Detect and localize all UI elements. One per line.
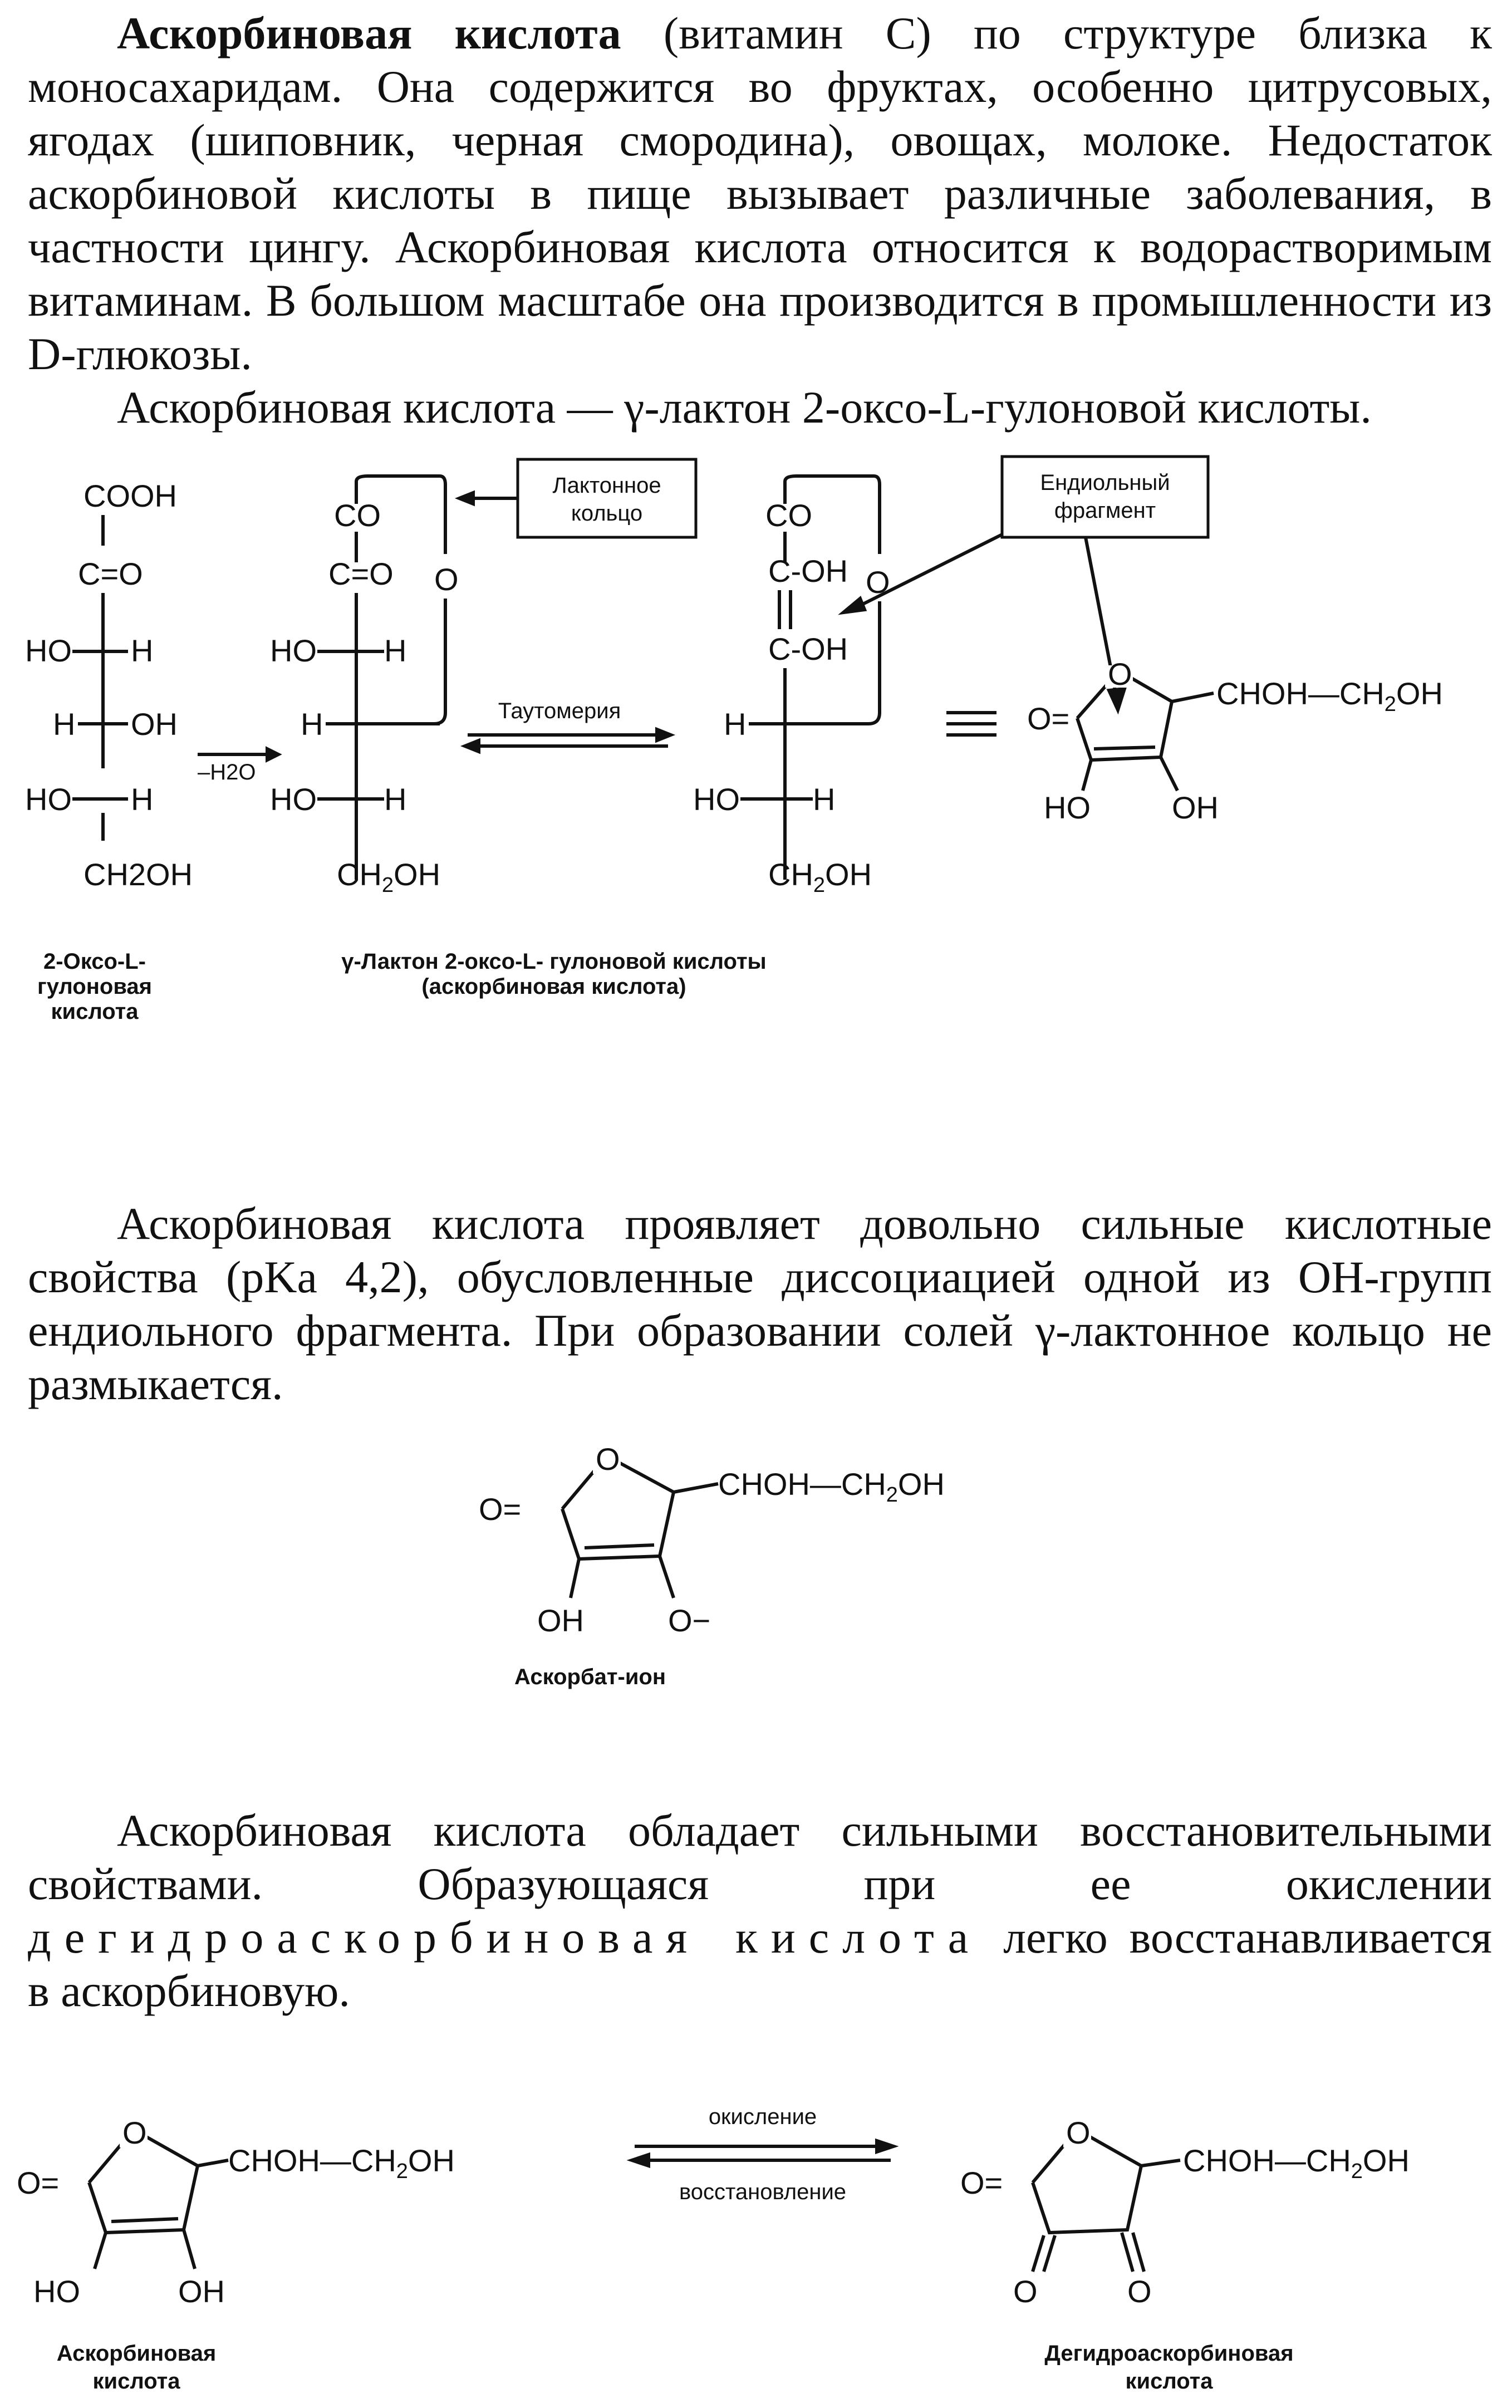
svg-text:H: H — [384, 633, 406, 668]
svg-text:O: O — [1127, 2274, 1152, 2309]
svg-text:CO: CO — [334, 498, 381, 533]
svg-text:H: H — [301, 707, 323, 742]
svg-text:C-OH: C-OH — [768, 631, 848, 666]
molecule-enediol-form: CO O C-OH C-OH H HO H CH2OH — [693, 474, 890, 897]
svg-text:CHOH—CH2OH: CHOH—CH2OH — [718, 1467, 945, 1507]
label-c-o: C=O — [78, 556, 143, 591]
svg-text:кислота: кислота — [1125, 2369, 1213, 2394]
svg-text:CH2OH: CH2OH — [337, 857, 440, 897]
svg-text:H: H — [384, 782, 406, 817]
svg-text:O: O — [1066, 2115, 1091, 2150]
svg-text:HO: HO — [33, 2274, 80, 2309]
svg-text:Дегидроаскорбиновая: Дегидроаскорбиновая — [1044, 2341, 1293, 2366]
molecule-dehydroascorbic-acid: O= O CHOH—CH2OH O O — [960, 2115, 1410, 2309]
svg-text:HO: HO — [270, 782, 317, 817]
svg-text:H: H — [131, 782, 153, 817]
svg-text:фрагмент: фрагмент — [1054, 498, 1156, 523]
svg-text:C=O: C=O — [328, 556, 394, 591]
svg-text:HO: HO — [270, 633, 317, 668]
acidity-text: Аскорбиновая кислота проявляет довольно … — [28, 1198, 1492, 1409]
svg-text:HO: HO — [693, 782, 740, 817]
svg-text:O: O — [596, 1441, 620, 1477]
svg-text:O=: O= — [17, 2165, 59, 2200]
svg-text:O=: O= — [479, 1492, 521, 1527]
paragraph-reduction: Аскорбиновая кислота обладает сильными в… — [28, 1804, 1492, 2018]
term-dehydroascorbic-acid: дегидроаскорбиновая кислота — [28, 1912, 982, 1963]
svg-text:кислота: кислота — [92, 2369, 180, 2394]
paragraph-acidity: Аскорбиновая кислота проявляет довольно … — [28, 1197, 1492, 1411]
svg-text:HO: HO — [25, 633, 72, 668]
svg-text:H: H — [724, 707, 746, 742]
svg-text:кольцо: кольцо — [571, 501, 642, 526]
svg-text:кислота: кислота — [51, 999, 139, 1024]
svg-text:Аскорбиновая: Аскорбиновая — [57, 2341, 217, 2366]
svg-text:OH: OH — [131, 707, 178, 742]
molecule-gamma-lactone: CO O C=O HO H H HO H CH2OH — [270, 474, 459, 897]
label-minus-h2o: –H2O — [198, 760, 256, 784]
svg-text:H: H — [813, 782, 835, 817]
svg-text:γ-Лактон 2-оксо-L- гулоновой к: γ-Лактон 2-оксо-L- гулоновой кислоты — [341, 949, 766, 974]
molecule-ascorbic-ring: O= O CHOH—CH2OH HO OH — [1027, 656, 1443, 825]
svg-text:O: O — [122, 2115, 147, 2150]
svg-text:O: O — [1108, 656, 1132, 691]
term-ascorbic-acid: Аскорбиновая кислота — [117, 8, 621, 58]
scheme-ascorbate-ion: O= O CHOH—CH2OH OH O− Аскорбат-ион — [479, 1441, 945, 1689]
svg-text:O=: O= — [960, 2165, 1003, 2200]
label-o-minus: O− — [668, 1603, 710, 1638]
svg-text:2-Оксо-L-: 2-Оксо-L- — [43, 949, 146, 974]
svg-text:(аскорбиновая кислота): (аскорбиновая кислота) — [421, 974, 686, 999]
svg-text:Ендиольный: Ендиольный — [1040, 470, 1170, 495]
svg-text:CHOH—CH2OH: CHOH—CH2OH — [228, 2143, 455, 2183]
svg-text:HO: HO — [1044, 790, 1091, 825]
molecule-ascorbic-acid: O= O CHOH—CH2OH HO OH — [17, 2115, 455, 2309]
reduction-text-end: легко восстанавливается в аскорбиновую. — [28, 1912, 1492, 2016]
label-oh: OH — [537, 1603, 584, 1638]
definition-line: Аскорбиновая кислота — γ-лактон 2-оксо-L… — [117, 382, 1372, 433]
svg-text:OH: OH — [1172, 790, 1219, 825]
svg-text:H: H — [53, 707, 75, 742]
intro-text: (витамин С) по структуре близка к моноса… — [28, 8, 1492, 379]
reduction-text-start: Аскорбиновая кислота обладает сильными в… — [28, 1805, 1492, 1909]
caption-ascorbate-ion: Аскорбат-ион — [514, 1665, 666, 1689]
svg-text:CO: CO — [765, 498, 812, 533]
svg-text:H: H — [131, 633, 153, 668]
svg-text:C-OH: C-OH — [768, 553, 848, 588]
svg-text:O=: O= — [1027, 701, 1069, 736]
svg-text:гулоновая: гулоновая — [37, 974, 152, 999]
label-oxidation: окисление — [709, 2105, 817, 2129]
svg-text:CHOH—CH2OH: CHOH—CH2OH — [1216, 676, 1443, 716]
svg-text:O: O — [434, 562, 459, 597]
svg-text:Лактонное: Лактонное — [552, 473, 661, 498]
svg-text:HO: HO — [25, 782, 72, 817]
svg-text:O: O — [1013, 2274, 1038, 2309]
label-ch2oh-a: CH2OH — [84, 857, 193, 892]
label-tautomery: Таутомерия — [498, 699, 621, 723]
paragraph-intro: Аскорбиновая кислота (витамин С) по стру… — [28, 7, 1492, 434]
svg-text:OH: OH — [178, 2274, 225, 2309]
svg-text:CHOH—CH2OH: CHOH—CH2OH — [1183, 2143, 1410, 2183]
svg-text:CH2OH: CH2OH — [768, 857, 872, 897]
svg-text:O: O — [866, 565, 890, 600]
scheme-redox: O= O CHOH—CH2OH HO OH окисление восстано… — [17, 2105, 1410, 2394]
label-reduction: восстановление — [679, 2180, 846, 2204]
label-cooh: COOH — [84, 478, 177, 513]
